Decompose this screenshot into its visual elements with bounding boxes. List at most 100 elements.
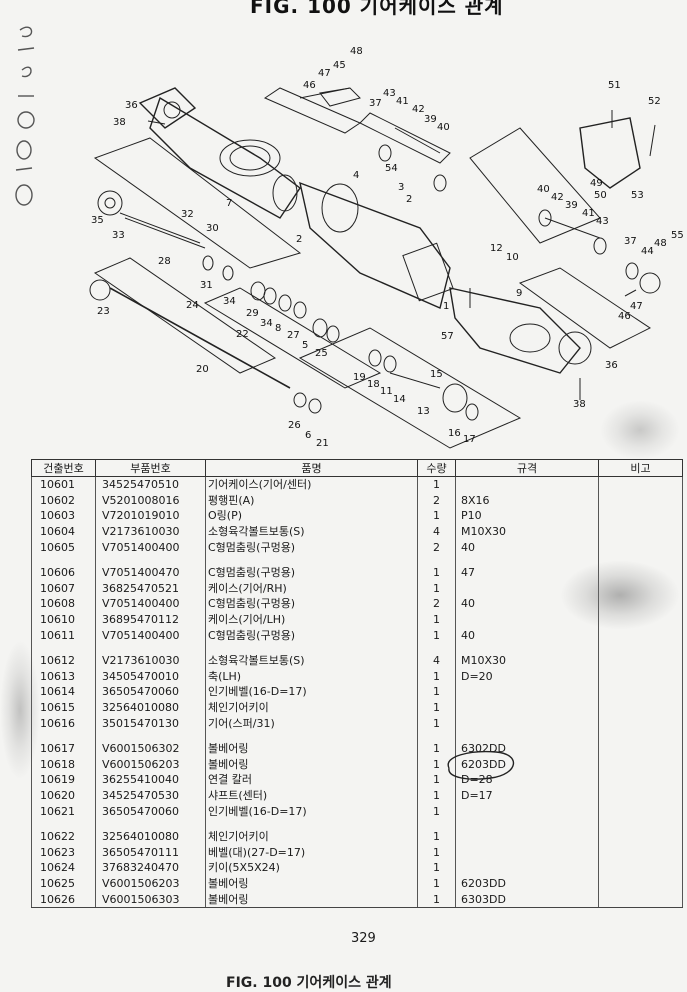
cell-part-no: V6001506303 xyxy=(95,891,206,908)
cell-part-no: V6001506203 xyxy=(95,875,206,892)
svg-text:13: 13 xyxy=(417,406,430,417)
cell-remarks xyxy=(598,740,683,757)
cell-remarks xyxy=(598,699,683,716)
cell-part-name: 소형육각볼트보통(S) xyxy=(205,652,418,669)
cell-qty: 4 xyxy=(417,523,456,540)
cell-qty: 1 xyxy=(417,699,456,716)
cell-part-name: C형멈춤링(구멍용) xyxy=(205,564,418,581)
cell-remarks xyxy=(598,476,683,493)
svg-text:36: 36 xyxy=(605,360,618,371)
svg-text:25: 25 xyxy=(315,348,328,359)
svg-text:43: 43 xyxy=(383,88,396,99)
cell-part-name: 케이스(기어/LH) xyxy=(205,611,418,628)
cell-spec: D=28 xyxy=(455,772,599,788)
svg-text:45: 45 xyxy=(333,60,346,71)
svg-text:43: 43 xyxy=(596,216,609,227)
svg-text:6: 6 xyxy=(305,430,311,441)
cell-qty: 1 xyxy=(417,875,456,892)
cell-ref-no: 10602 xyxy=(31,492,96,509)
cell-spec: 6303DD xyxy=(455,891,599,908)
cell-ref-no: 10614 xyxy=(31,684,96,700)
svg-text:39: 39 xyxy=(565,200,578,211)
svg-text:8: 8 xyxy=(275,323,281,334)
svg-text:30: 30 xyxy=(206,223,219,234)
cell-spec xyxy=(455,699,599,716)
cell-part-no: V7201019010 xyxy=(95,508,206,524)
cell-remarks xyxy=(598,756,683,773)
svg-text:40: 40 xyxy=(537,184,550,195)
cell-qty: 1 xyxy=(417,844,456,861)
table-header-row: 건출번호 부품번호 품명 수량 규격 비고 xyxy=(31,459,683,477)
cell-ref-no: 10613 xyxy=(31,668,96,685)
cell-remarks xyxy=(598,652,683,669)
svg-text:47: 47 xyxy=(318,68,331,79)
svg-text:42: 42 xyxy=(412,104,425,115)
cell-ref-no: 10617 xyxy=(31,740,96,757)
cell-part-no: 35015470130 xyxy=(95,715,206,731)
svg-text:27: 27 xyxy=(287,330,300,341)
cell-part-name: 인기베벨(16-D=17) xyxy=(205,803,418,819)
cell-ref-no: 10610 xyxy=(31,611,96,628)
cell-qty: 1 xyxy=(417,860,456,876)
cell-ref-no: 10606 xyxy=(31,564,96,581)
cell-ref-no: 10608 xyxy=(31,596,96,612)
cell-ref-no: 10624 xyxy=(31,860,96,876)
svg-text:46: 46 xyxy=(303,80,316,91)
next-page-title-bleed: FIG. 100 기어케이스 관계 xyxy=(226,975,392,991)
svg-text:40: 40 xyxy=(437,122,450,133)
cell-ref-no: 10619 xyxy=(31,772,96,788)
cell-qty: 1 xyxy=(417,803,456,819)
cell-part-no: V7051400400 xyxy=(95,539,206,555)
cell-part-name: 평행핀(A) xyxy=(205,492,418,509)
scan-smudge xyxy=(600,400,680,460)
cell-spec: 6203DD xyxy=(455,875,599,892)
cell-ref-no: 10604 xyxy=(31,523,96,540)
svg-text:1: 1 xyxy=(443,301,449,312)
cell-part-no: 34525470530 xyxy=(95,787,206,804)
svg-text:50: 50 xyxy=(594,190,607,201)
cell-remarks xyxy=(598,715,683,731)
cell-part-name: C형멈춤링(구멍용) xyxy=(205,596,418,612)
cell-remarks xyxy=(598,803,683,819)
cell-qty: 1 xyxy=(417,828,456,845)
cell-part-name: 체인기어키이 xyxy=(205,699,418,716)
page-number: 329 xyxy=(351,931,376,946)
cell-remarks xyxy=(598,828,683,845)
cell-part-name: 케이스(기어/RH) xyxy=(205,580,418,597)
cell-part-name: 볼베어링 xyxy=(205,875,418,892)
cell-ref-no: 10622 xyxy=(31,828,96,845)
cell-remarks xyxy=(598,860,683,876)
svg-text:55: 55 xyxy=(671,230,684,241)
svg-text:7: 7 xyxy=(226,198,232,209)
svg-text:41: 41 xyxy=(582,208,595,219)
group-spacer xyxy=(31,554,683,565)
cell-part-no: V6001506203 xyxy=(95,756,206,773)
cell-part-name: 축(LH) xyxy=(205,668,418,685)
cell-spec xyxy=(455,715,599,731)
cell-qty: 1 xyxy=(417,627,456,643)
svg-text:23: 23 xyxy=(97,306,110,317)
svg-text:21: 21 xyxy=(316,438,329,449)
cell-part-no: V6001506302 xyxy=(95,740,206,757)
cell-remarks xyxy=(598,891,683,908)
cell-remarks xyxy=(598,492,683,509)
cell-spec xyxy=(455,476,599,493)
cell-part-name: C형멈춤링(구멍용) xyxy=(205,539,418,555)
svg-text:39: 39 xyxy=(424,114,437,125)
svg-text:18: 18 xyxy=(367,379,380,390)
svg-text:15: 15 xyxy=(430,369,443,380)
cell-ref-no: 10620 xyxy=(31,787,96,804)
cell-spec: P10 xyxy=(455,508,599,524)
cell-qty: 1 xyxy=(417,508,456,524)
cell-part-no: 32564010080 xyxy=(95,699,206,716)
cell-remarks xyxy=(598,875,683,892)
cell-remarks xyxy=(598,627,683,643)
svg-text:42: 42 xyxy=(551,192,564,203)
cell-remarks xyxy=(598,508,683,524)
